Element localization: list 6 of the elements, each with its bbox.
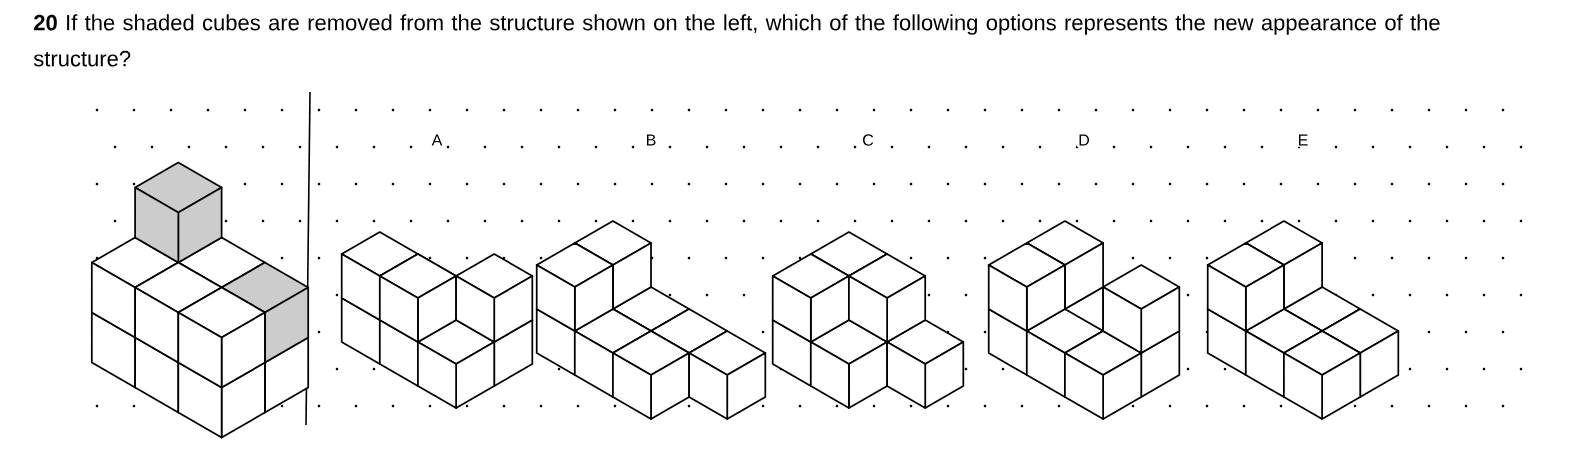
option-label: D xyxy=(1076,133,1092,147)
question-text: 20 If the shaded cubes are removed from the structure shown on the left, which of the following options represents the new appearance of the structure? xyxy=(33,14,1440,67)
option-label: E xyxy=(1296,133,1310,147)
option-label: A xyxy=(430,133,444,147)
option-label: C xyxy=(860,133,876,147)
option-label: B xyxy=(644,133,658,147)
